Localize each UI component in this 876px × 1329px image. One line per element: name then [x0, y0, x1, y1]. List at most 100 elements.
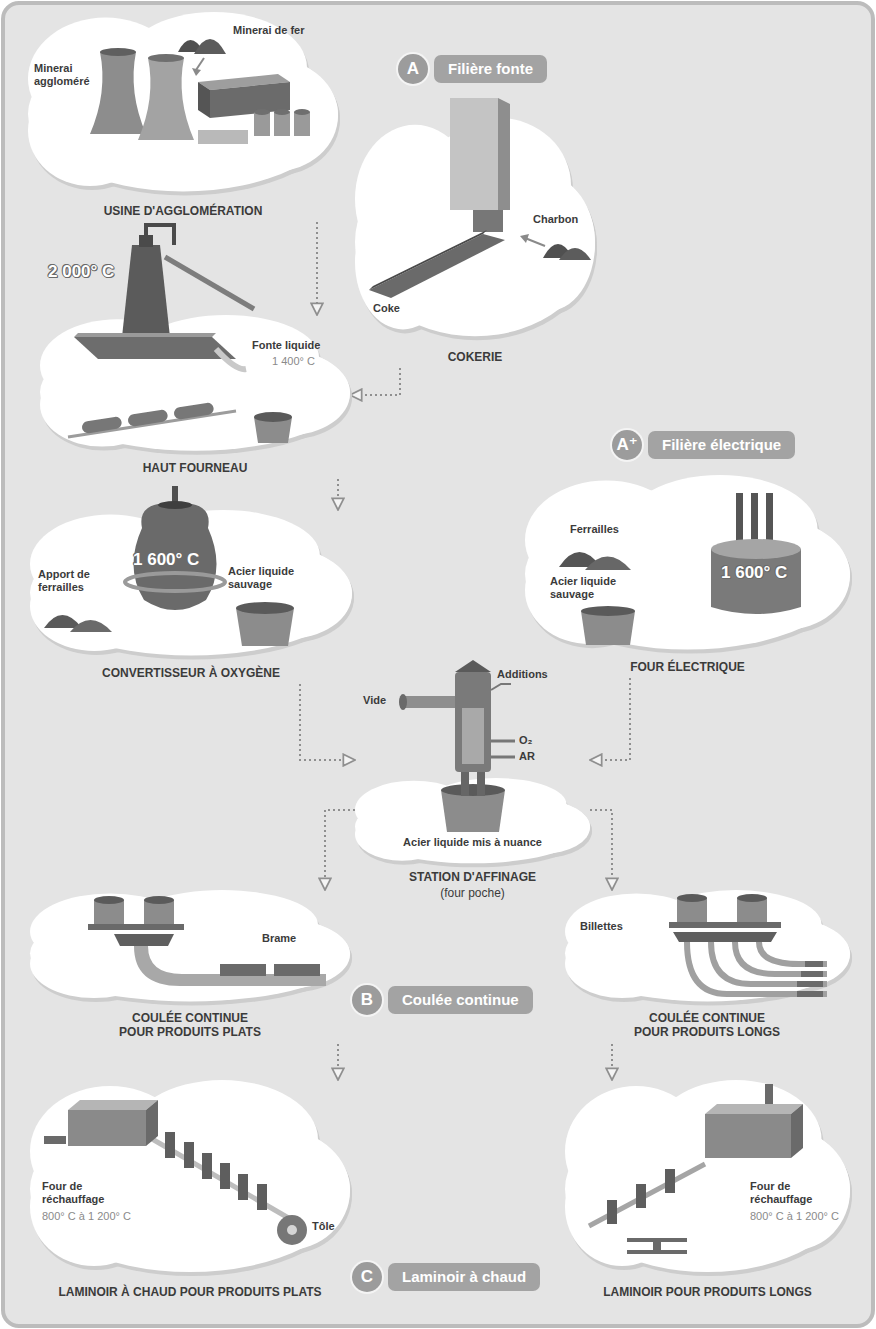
text-slot: 1 600° C — [721, 563, 801, 583]
text-slot: Coke — [373, 302, 423, 315]
badge-letter: B — [352, 985, 382, 1015]
cloud-shape — [355, 118, 595, 368]
badge-title: Filière électrique — [648, 431, 795, 459]
badge-title: Filière fonte — [434, 55, 547, 83]
cloud-lobe — [30, 1147, 158, 1266]
equipment-drawing — [589, 1084, 803, 1254]
cloud-body — [565, 1080, 850, 1272]
station-caption: COKERIE — [355, 350, 595, 364]
badge-letter: A — [398, 54, 428, 84]
cloud-body — [30, 890, 350, 1002]
process-cloud: Ferrailles1 600° CAcier liquide sauvageF… — [525, 475, 850, 678]
station-caption: FOUR ÉLECTRIQUE — [525, 660, 850, 674]
equipment-drawing — [44, 1100, 307, 1245]
text-slot: Apport de ferrailles — [38, 568, 116, 594]
flow-connector — [337, 479, 339, 510]
section-badge: CLaminoir à chaud — [352, 1262, 540, 1292]
section-badge: BCoulée continue — [352, 985, 533, 1015]
process-cloud: Minerai de ferMinerai aggloméréUSINE D'A… — [28, 12, 338, 222]
part-label: AR — [519, 750, 549, 763]
equipment-drawing — [669, 894, 827, 997]
equipment-drawing — [88, 896, 326, 986]
text-slot: FOUR ÉLECTRIQUE — [525, 660, 850, 674]
equipment-drawing — [90, 39, 310, 144]
text-slot: 2 000° C — [48, 262, 114, 282]
part-label: Additions — [497, 668, 577, 681]
part-label: Four de réchauffage — [42, 1180, 137, 1206]
flow-connector — [337, 1044, 339, 1080]
badge-letter: A⁺ — [612, 430, 642, 460]
text-slot: AR — [519, 750, 549, 763]
process-cloud: Apport de ferrailles 1 600° C Acier liquid… — [30, 510, 352, 684]
temperature-label: 1 600° C — [721, 563, 801, 583]
cloud-lobe — [355, 808, 449, 861]
flow-connector — [590, 810, 612, 890]
equipment-drawing — [369, 98, 591, 298]
part-label: Brame — [262, 932, 322, 945]
text-slot: LAMINOIR À CHAUD POUR PRODUITS PLATS — [30, 1285, 350, 1299]
text-slot: 1 600° C — [133, 550, 213, 570]
flow-connector — [350, 368, 400, 395]
text-slot: Acier liquide sauvage — [228, 565, 328, 591]
cloud-shape — [565, 1080, 850, 1303]
text-slot: Fonte liquide — [252, 339, 342, 352]
part-label: Coke — [373, 302, 423, 315]
badge-title: Coulée continue — [388, 986, 533, 1014]
text-slot: STATION D'AFFINAGE — [355, 870, 590, 884]
cloud-lobe — [736, 920, 850, 989]
text-slot: Ferrailles — [570, 523, 650, 536]
station-caption: CONVERTISSEUR À OXYGÈNE — [30, 666, 352, 680]
station-caption: LAMINOIR POUR PRODUITS LONGS — [565, 1285, 850, 1299]
temperature-note: 800° C à 1 200° C — [42, 1210, 137, 1223]
temperature-note: 800° C à 1 200° C — [750, 1210, 845, 1223]
cloud-lobe — [40, 363, 164, 447]
station-caption: LAMINOIR À CHAUD POUR PRODUITS PLATS — [30, 1285, 350, 1299]
cloud-shape — [30, 510, 352, 684]
part-label: Acier liquide mis à nuance — [355, 836, 590, 849]
text-slot: Brame — [262, 932, 322, 945]
process-cloud: CharbonCokeCOKERIE — [355, 118, 595, 368]
part-label: Apport de ferrailles — [38, 568, 116, 594]
part-label: Vide — [363, 694, 403, 707]
text-slot: CONVERTISSEUR À OXYGÈNE — [30, 666, 352, 680]
flow-connector — [590, 678, 630, 760]
part-label: Fonte liquide — [252, 339, 342, 352]
flow-connector — [611, 1044, 613, 1080]
process-cloud: Fonte liquide 1 400° C HAUT FOURNEAU — [40, 315, 350, 479]
part-label: Tôle — [312, 1220, 347, 1233]
text-slot: Minerai aggloméré — [34, 62, 104, 88]
text-slot: Four de réchauffage — [750, 1180, 845, 1206]
text-slot: Charbon — [533, 213, 593, 226]
text-slot: COULÉE CONTINUE POUR PRODUITS LONGS — [632, 1011, 782, 1040]
text-slot: Additions — [497, 668, 577, 681]
section-badge: A⁺Filière électrique — [612, 430, 795, 460]
text-slot: 800° C à 1 200° C — [750, 1210, 845, 1223]
station-caption: STATION D'AFFINAGE — [355, 870, 590, 884]
text-slot: Four de réchauffage — [42, 1180, 137, 1206]
badge-letter: C — [352, 1262, 382, 1292]
text-slot: USINE D'AGGLOMÉRATION — [28, 204, 338, 218]
part-label: Charbon — [533, 213, 593, 226]
cloud-lobe — [565, 929, 679, 998]
cloud-body — [565, 890, 850, 1002]
flow-connector — [300, 684, 355, 760]
equipment-drawing — [559, 493, 801, 645]
text-slot: LAMINOIR POUR PRODUITS LONGS — [565, 1285, 850, 1299]
process-cloud: Four de réchauffage 800° C à 1 200° C LAMI… — [565, 1080, 850, 1303]
cloud-shape — [28, 12, 338, 222]
text-slot: 800° C à 1 200° C — [42, 1210, 137, 1223]
station-caption: USINE D'AGGLOMÉRATION — [28, 204, 338, 218]
part-label: Billettes — [580, 920, 650, 933]
text-slot: (four poche) — [355, 886, 590, 900]
station-caption: COULÉE CONTINUE POUR PRODUITS LONGS — [632, 1011, 782, 1040]
section-badge: AFilière fonte — [398, 54, 547, 84]
text-slot: HAUT FOURNEAU — [40, 461, 350, 475]
flow-connector — [316, 222, 318, 315]
process-cloud: AdditionsVideO₂ARAcier liquide mis à nua… — [355, 668, 590, 904]
badge-title: Laminoir à chaud — [388, 1263, 540, 1291]
text-slot: 1 400° C — [272, 355, 342, 368]
text-slot: COULÉE CONTINUE POUR PRODUITS PLATS — [115, 1011, 265, 1040]
equipment-drawing — [399, 660, 515, 832]
cloud-shape — [355, 668, 590, 904]
